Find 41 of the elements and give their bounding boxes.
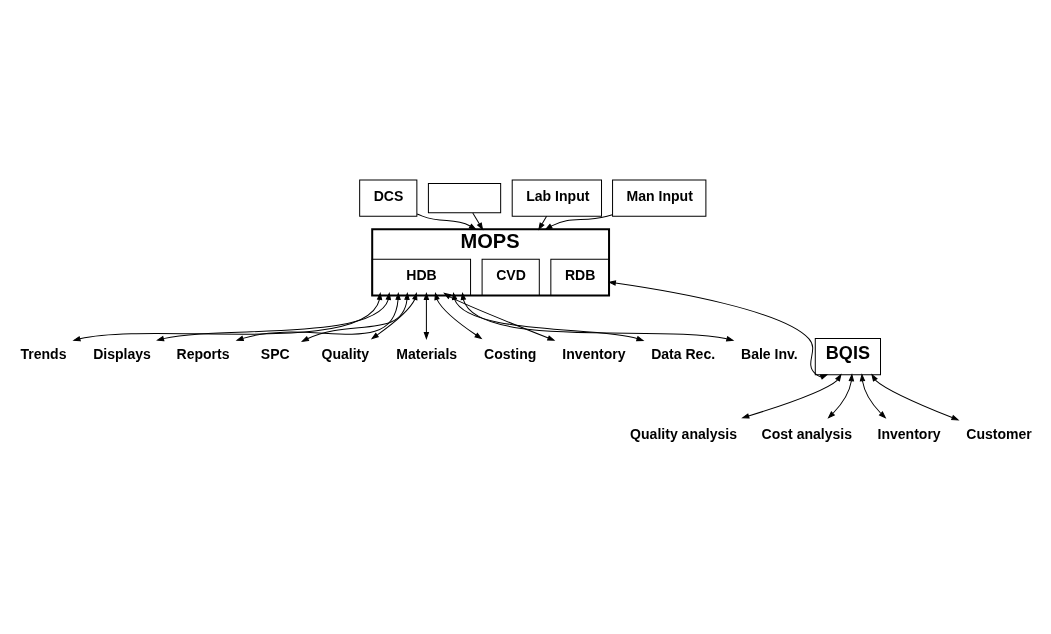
node-box: Lab Input bbox=[511, 179, 602, 217]
arrow bbox=[434, 292, 482, 339]
node-box: DCS bbox=[359, 179, 418, 217]
arrow bbox=[859, 374, 886, 419]
arrow bbox=[545, 214, 613, 230]
node-text: Reports bbox=[176, 346, 230, 363]
node-text: Quality analysis bbox=[630, 425, 737, 442]
node-box: RDB bbox=[550, 258, 610, 296]
node-box: HDB bbox=[371, 258, 472, 296]
arrow bbox=[416, 213, 477, 230]
node-text: Cost analysis bbox=[761, 425, 853, 442]
arrow bbox=[460, 292, 734, 342]
node-box bbox=[427, 183, 502, 214]
node-text: Trends bbox=[20, 346, 67, 363]
node-text: Materials bbox=[396, 346, 458, 363]
node-text: SPC bbox=[260, 346, 290, 363]
node-text: Quality bbox=[321, 346, 370, 363]
arrow bbox=[538, 215, 548, 230]
node-text: Inventory bbox=[877, 425, 941, 442]
arrow bbox=[452, 292, 644, 342]
arrow bbox=[157, 292, 391, 342]
arrow bbox=[423, 292, 429, 339]
arrow bbox=[871, 374, 959, 421]
node-text: Displays bbox=[93, 346, 151, 363]
node-text: Customer bbox=[966, 425, 1032, 442]
arrow bbox=[236, 292, 401, 341]
arrow bbox=[828, 374, 854, 419]
node-box: CVD bbox=[481, 258, 540, 296]
node-box: Man Input bbox=[612, 179, 707, 217]
arrow bbox=[371, 292, 418, 340]
arrow bbox=[73, 292, 383, 342]
node-box: BQIS bbox=[814, 338, 881, 376]
arrow bbox=[608, 280, 828, 380]
arrow bbox=[742, 374, 842, 419]
node-text: Inventory bbox=[562, 346, 626, 363]
node-text: Bale Inv. bbox=[741, 346, 798, 363]
node-text: Data Rec. bbox=[651, 346, 716, 363]
arrow bbox=[301, 292, 410, 342]
arrow bbox=[472, 212, 483, 230]
arrow bbox=[443, 292, 555, 341]
node-text: Costing bbox=[484, 346, 537, 363]
